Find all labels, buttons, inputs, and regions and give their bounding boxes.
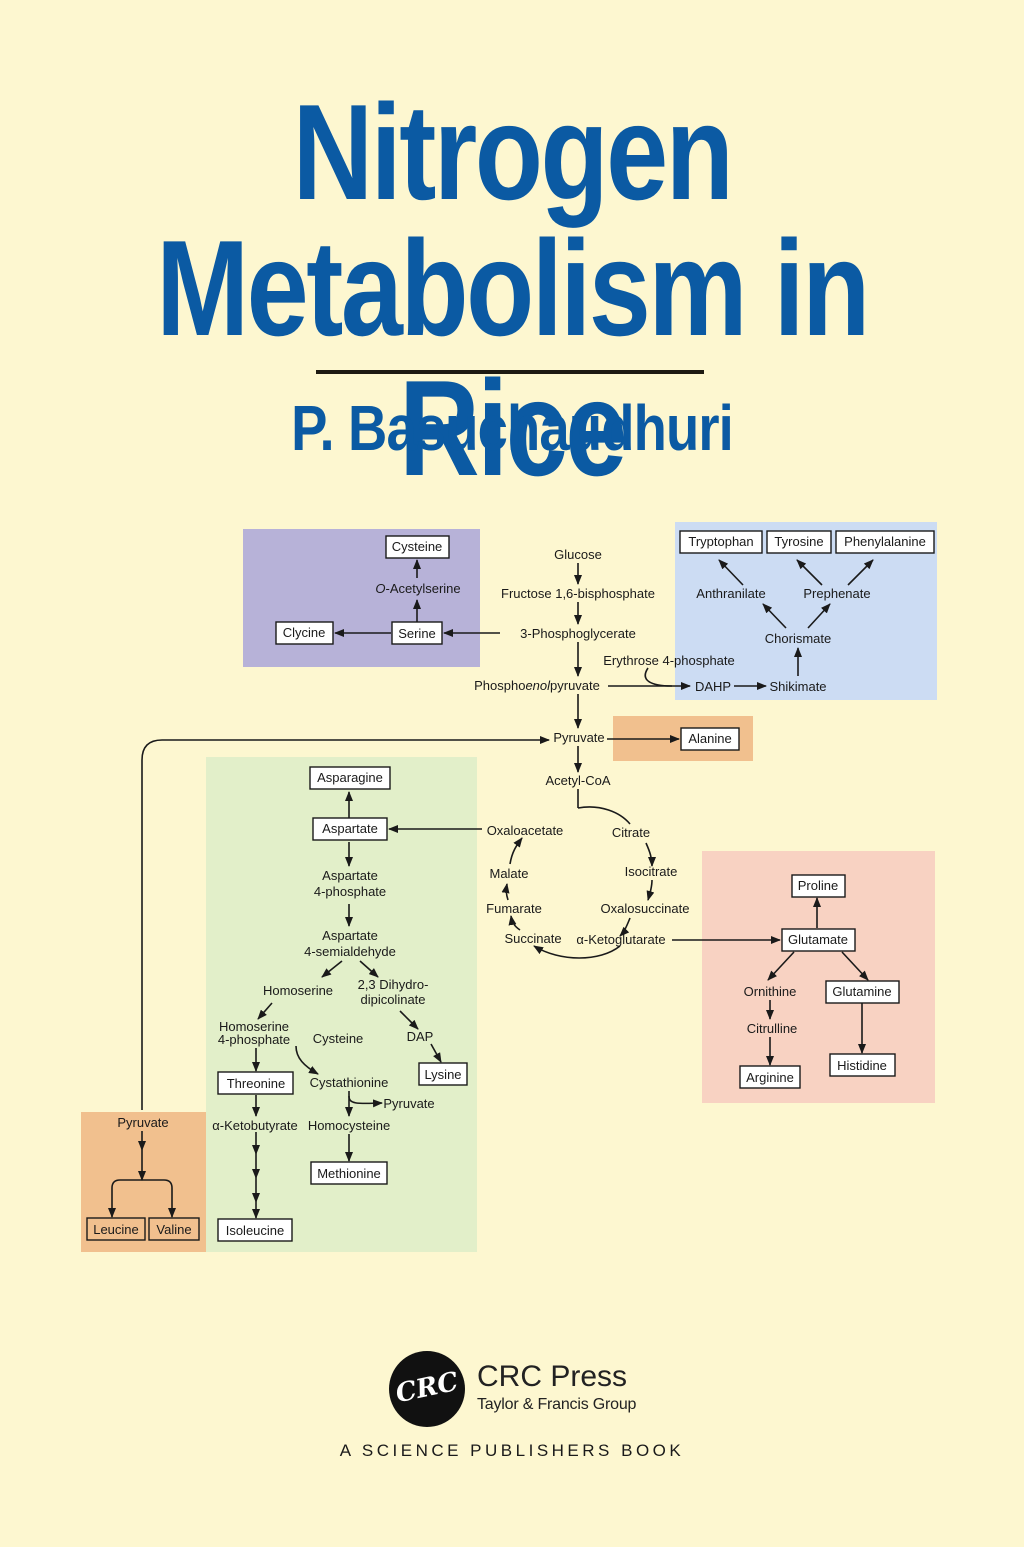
phenylalanine-label: Phenylalanine: [844, 534, 926, 549]
glutamine-label: Glutamine: [832, 984, 891, 999]
leucine-label: Leucine: [93, 1222, 139, 1237]
series-name: A SCIENCE PUBLISHERS BOOK: [339, 1441, 685, 1460]
threonine-label: Threonine: [227, 1076, 286, 1091]
title-line-1: Nitrogen: [292, 76, 734, 228]
anthranilate-label: Anthranilate: [696, 586, 765, 601]
malate-label: Malate: [489, 866, 528, 881]
asp4p-label-1: Aspartate: [322, 868, 378, 883]
title-line-2: Metabolism in Rice: [156, 212, 870, 504]
dahp-label: DAHP: [695, 679, 731, 694]
publisher-group: Taylor & Francis Group: [477, 1396, 637, 1413]
asa-label-1: Aspartate: [322, 928, 378, 943]
oxalosuccinate-label: Oxalosuccinate: [601, 901, 690, 916]
pep-label: Phosphoenolpyruvate: [474, 678, 600, 693]
cysteine-mid-label: Cysteine: [313, 1031, 364, 1046]
fumarate-label: Fumarate: [486, 901, 542, 916]
asa-label-2: 4-semialdehyde: [304, 944, 396, 959]
o-acetylserine-label: O-Acetylserine: [375, 581, 460, 596]
serine-label: Serine: [398, 626, 436, 641]
citrulline-label: Citrulline: [747, 1021, 798, 1036]
histidine-label: Histidine: [837, 1058, 887, 1073]
isoleucine-label: Isoleucine: [226, 1223, 285, 1238]
branched-chain-family-box: [81, 1112, 206, 1252]
3pga-label: 3-Phosphoglycerate: [520, 626, 636, 641]
hsp-label-1: Homoserine: [219, 1019, 289, 1034]
chorismate-label: Chorismate: [765, 631, 831, 646]
akg-label: α-Ketoglutarate: [576, 932, 665, 947]
crc-logo: CRC: [389, 1351, 465, 1427]
author: P. Basuchaudhuri: [291, 392, 734, 464]
citrate-label: Citrate: [612, 825, 650, 840]
homocysteine-label: Homocysteine: [308, 1118, 390, 1133]
erythrose-label: Erythrose 4-phosphate: [603, 653, 735, 668]
aspartate-label: Aspartate: [322, 821, 378, 836]
pyruvate-small-label: Pyruvate: [383, 1096, 434, 1111]
akb-label: α-Ketobutyrate: [212, 1118, 298, 1133]
methionine-label: Methionine: [317, 1166, 381, 1181]
prephenate-label: Prephenate: [803, 586, 870, 601]
asp4p-label-2: 4-phosphate: [314, 884, 386, 899]
dhdp-label-1: 2,3 Dihydro-: [358, 977, 429, 992]
oxaloacetate-label: Oxaloacetate: [487, 823, 564, 838]
f16bp-label: Fructose 1,6-bisphosphate: [501, 586, 655, 601]
arginine-label: Arginine: [746, 1070, 794, 1085]
dap-label: DAP: [407, 1029, 434, 1044]
hsp-label-2: 4-phosphate: [218, 1032, 290, 1047]
homoserine-label: Homoserine: [263, 983, 333, 998]
lysine-label: Lysine: [424, 1067, 461, 1082]
pyruvate-label: Pyruvate: [553, 730, 604, 745]
publisher-name: CRC Press: [477, 1360, 628, 1393]
glutamate-label: Glutamate: [788, 932, 848, 947]
cystathionine-label: Cystathionine: [310, 1075, 389, 1090]
pyruvate-left-label: Pyruvate: [117, 1115, 168, 1130]
isocitrate-label: Isocitrate: [625, 864, 678, 879]
tryptophan-label: Tryptophan: [688, 534, 753, 549]
dhdp-label-2: dipicolinate: [360, 992, 425, 1007]
metabolic-pathway-diagram: Glucose Fructose 1,6-bisphosphate 3-Phos…: [81, 522, 937, 1252]
alanine-label: Alanine: [688, 731, 731, 746]
asparagine-label: Asparagine: [317, 770, 383, 785]
glucose-label: Glucose: [554, 547, 602, 562]
ornithine-label: Ornithine: [744, 984, 797, 999]
succinate-label: Succinate: [504, 931, 561, 946]
glycine-label: Clycine: [283, 625, 326, 640]
cysteine-top-label: Cysteine: [392, 539, 443, 554]
acetylcoa-label: Acetyl-CoA: [545, 773, 610, 788]
proline-label: Proline: [798, 878, 838, 893]
shikimate-label: Shikimate: [769, 679, 826, 694]
title-divider: [316, 370, 704, 374]
valine-label: Valine: [156, 1222, 191, 1237]
tyrosine-label: Tyrosine: [774, 534, 823, 549]
